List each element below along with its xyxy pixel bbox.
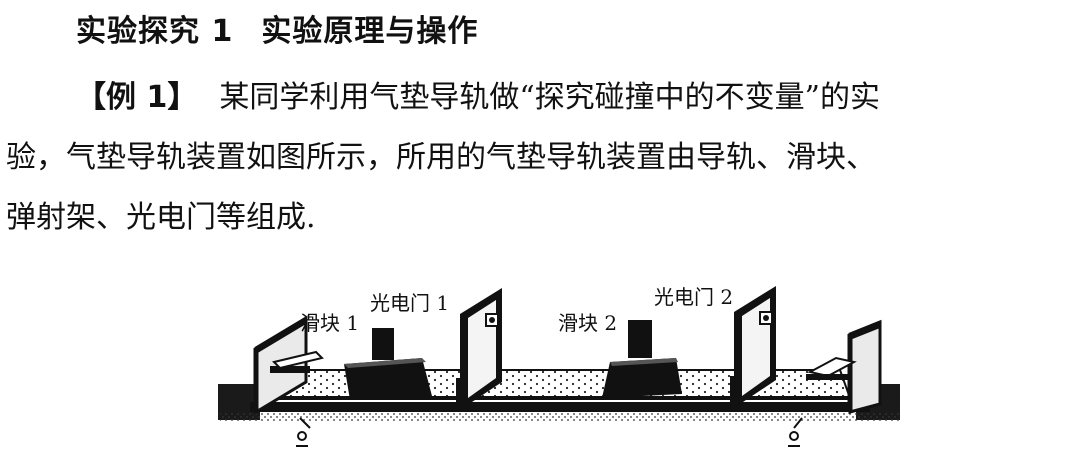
leveling-screw-right	[788, 417, 803, 447]
label-light-gate-1: 光电门 1	[370, 291, 449, 315]
slider-1	[344, 328, 432, 400]
section-heading: 实验探究 1 实验原理与操作	[76, 6, 478, 50]
section-heading-subtitle: 实验原理与操作	[261, 14, 479, 49]
example-tag: 【例 1】	[76, 80, 198, 115]
label-slider-1: 滑块 1	[300, 311, 359, 335]
left-launcher	[253, 315, 324, 415]
section-heading-title: 实验探究 1	[76, 14, 234, 49]
leveling-screw-left	[296, 417, 311, 447]
right-launcher	[806, 319, 882, 414]
example-line-1: 【例 1】某同学利用气垫导轨做“探究碰撞中的不变量”的实	[6, 68, 1076, 128]
light-gate-1	[456, 288, 502, 412]
air-track-diagram: 滑块 1 光电门 1 滑块 2 光电门 2	[218, 285, 900, 447]
air-track-figure: 滑块 1 光电门 1 滑块 2 光电门 2	[210, 278, 910, 470]
label-light-gate-2: 光电门 2	[654, 285, 733, 309]
example-text-1: 某同学利用气垫导轨做“探究碰撞中的不变量”的实	[219, 80, 881, 115]
light-gate-2	[730, 286, 776, 410]
label-slider-2: 滑块 2	[558, 311, 617, 335]
example-paragraph: 【例 1】某同学利用气垫导轨做“探究碰撞中的不变量”的实 验，气垫导轨装置如图所…	[6, 68, 1076, 248]
example-line-2: 验，气垫导轨装置如图所示，所用的气垫导轨装置由导轨、滑块、	[6, 140, 876, 175]
example-line-3: 弹射架、光电门等组成.	[6, 200, 316, 235]
slider-2	[602, 320, 682, 398]
